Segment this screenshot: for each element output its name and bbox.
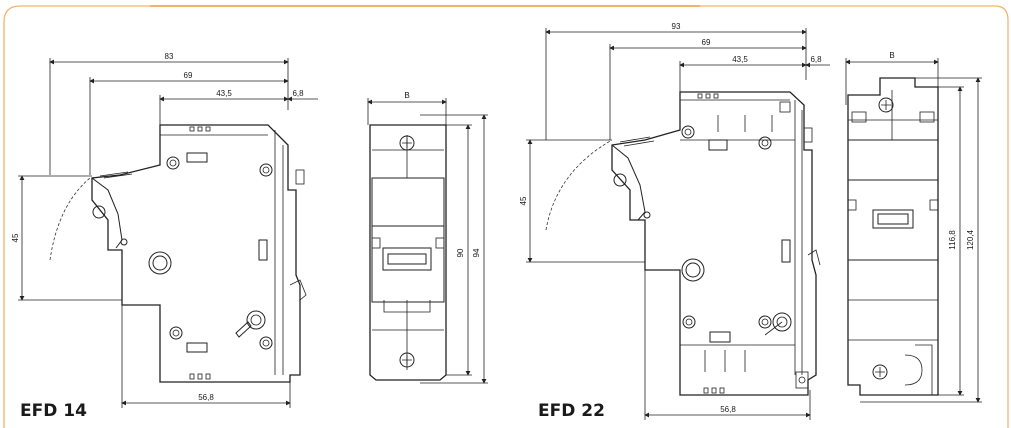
dim-45-b: 45 [519, 196, 528, 205]
dim-43-5-b: 43,5 [732, 55, 748, 64]
dim-45: 45 [11, 233, 20, 242]
efd22-front-view: B 116,8 120,4 [845, 51, 982, 403]
dim-43-5: 43,5 [216, 89, 232, 98]
dim-56-8-b: 56,8 [720, 405, 736, 414]
dim-6-8: 6,8 [292, 89, 304, 98]
dim-B: B [404, 91, 409, 100]
dim-94: 94 [472, 248, 481, 257]
dim-93: 93 [672, 22, 681, 31]
dim-83: 83 [165, 52, 174, 61]
dim-B-b: B [889, 51, 894, 60]
dim-90: 90 [456, 248, 465, 257]
dim-120-4: 120,4 [966, 229, 975, 250]
dim-69: 69 [184, 71, 193, 80]
efd14-front-view: B 90 94 [367, 91, 488, 384]
dim-6-8-b: 6,8 [810, 55, 822, 64]
dim-56-8: 56,8 [198, 393, 214, 402]
efd14-side-view: 83 69 43,5 6,8 45 56,8 [11, 52, 318, 408]
dim-69-b: 69 [702, 38, 711, 47]
efd14-model-label: EFD 14 [20, 401, 87, 421]
efd22-side-view: 93 69 43,5 6,8 45 56,8 [519, 22, 830, 420]
efd22-model-label: EFD 22 [538, 401, 605, 421]
dim-116-8: 116,8 [948, 230, 957, 250]
